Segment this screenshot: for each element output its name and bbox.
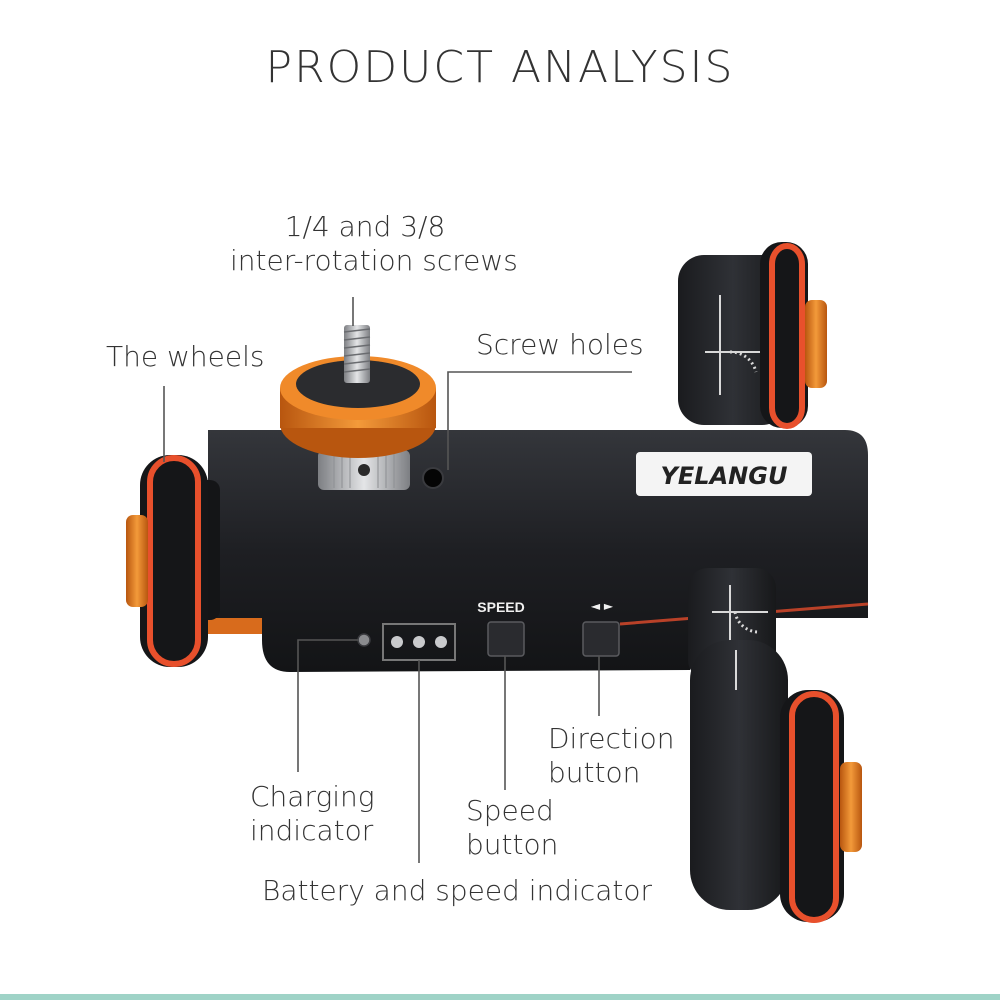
screws-callout-line2: inter-rotation screws <box>230 244 518 277</box>
left-wheel-assembly <box>126 455 220 667</box>
speed-button-label: SPEED <box>477 599 524 615</box>
upper-wheel-knob <box>805 300 827 388</box>
screw-hole <box>422 467 444 489</box>
brand-logo-text: YELANGU <box>661 462 788 490</box>
charging-callout-line1: Charging <box>250 780 375 813</box>
brand-badge <box>636 452 812 496</box>
screws-callout-line1: 1/4 and 3/8 <box>284 210 446 243</box>
lower-wheel-knob <box>840 762 862 852</box>
lower-wheel-ring <box>789 691 839 923</box>
lower-arm <box>690 640 788 910</box>
lower-right-wheel-assembly <box>688 568 862 923</box>
battery-callout: Battery and speed indicator <box>262 874 652 907</box>
screws-callout: 1/4 and 3/8 inter-rotation screws <box>230 210 518 278</box>
lower-wheel <box>780 690 844 922</box>
rubber-pad <box>296 360 420 408</box>
upper-right-wheel-assembly <box>678 242 827 429</box>
screw-holes-callout: Screw holes <box>476 328 644 361</box>
page-title: PRODUCT ANALYSIS <box>265 42 735 93</box>
callout-lines <box>163 297 632 863</box>
charging-led <box>357 633 371 647</box>
screw-holes-callout-line <box>447 371 632 470</box>
direction-button[interactable] <box>582 621 620 657</box>
speed-button[interactable] <box>487 621 525 657</box>
direction-button-label: ◄ ► <box>591 599 614 613</box>
wheels-callout: The wheels <box>106 340 265 373</box>
charging-callout-line <box>297 639 358 772</box>
direction-callout-line1: Direction <box>548 722 675 755</box>
mounting-screw-assembly <box>280 325 436 490</box>
direction-callout-line2: button <box>548 756 641 789</box>
left-wheel <box>140 455 208 667</box>
direction-callout: Direction button <box>548 722 675 790</box>
upper-wheel-ring <box>769 243 805 429</box>
charging-callout-line2: indicator <box>250 814 374 847</box>
speed-callout-line1: Speed <box>466 794 554 827</box>
speed-callout: Speed button <box>466 794 558 862</box>
charging-callout: Charging indicator <box>250 780 375 848</box>
left-wheel-ring <box>147 455 201 667</box>
speed-callout-line2: button <box>466 828 559 861</box>
bottom-accent-strip <box>0 994 1000 1000</box>
left-wheel-knob <box>126 515 148 607</box>
